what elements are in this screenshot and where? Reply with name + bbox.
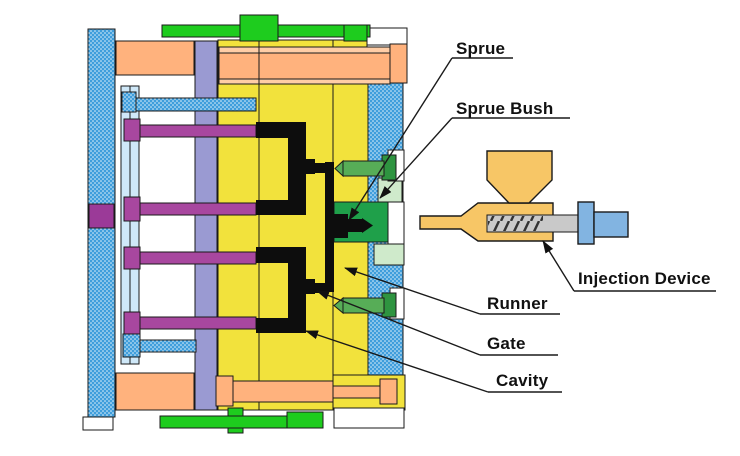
leader-pin-top-tip bbox=[334, 159, 344, 178]
injection-screw-flights bbox=[488, 216, 543, 231]
ejector-pin-2 bbox=[139, 202, 257, 216]
spacer-block-top bbox=[115, 40, 195, 76]
top-bolt-strip-upper bbox=[218, 46, 391, 54]
top-locating-block-right bbox=[343, 24, 368, 42]
gate-top bbox=[306, 163, 325, 173]
label-runner: Runner bbox=[487, 294, 548, 313]
locating-ring-bottom bbox=[373, 243, 405, 266]
leader-pin-bottom bbox=[342, 297, 385, 314]
spacer-block-bottom bbox=[115, 372, 195, 411]
top-locating-block bbox=[239, 14, 279, 42]
top-right-notch bbox=[366, 27, 408, 46]
ejector-pin-3 bbox=[139, 251, 257, 265]
ejector-rod-boss bbox=[88, 203, 115, 229]
bottom-bolt-shaft-left bbox=[232, 380, 334, 403]
hopper bbox=[486, 150, 553, 204]
ejector-pin-1-head bbox=[123, 118, 141, 142]
label-gate: Gate bbox=[487, 334, 526, 353]
cavity-leader-line bbox=[305, 330, 489, 393]
runner-channel bbox=[325, 162, 334, 292]
ejector-pin-2-head bbox=[123, 196, 141, 222]
molded-part-lower-cavity bbox=[256, 247, 306, 333]
label-cavity: Cavity bbox=[496, 371, 549, 390]
bottom-bolt-head-right bbox=[379, 378, 398, 405]
ejector-pin-1 bbox=[139, 124, 257, 138]
runner-leader-line bbox=[344, 267, 481, 315]
core-plate bbox=[217, 39, 334, 411]
bottom-bolt-shaft-right bbox=[332, 385, 381, 399]
sprue-bush-leader-line bbox=[379, 117, 453, 199]
ejector-pin-4 bbox=[139, 316, 257, 330]
leader-pin-bottom-tip bbox=[333, 296, 344, 315]
label-sprue-bush: Sprue Bush bbox=[456, 99, 554, 118]
support-plate bbox=[194, 40, 218, 411]
gate-leader-line bbox=[316, 290, 481, 356]
guide-pin-top-head bbox=[121, 91, 137, 113]
top-bolt-strip-lower bbox=[218, 78, 391, 85]
injection-cylinder bbox=[593, 211, 629, 238]
stop-pin bbox=[139, 339, 197, 353]
gate-bottom bbox=[306, 283, 325, 293]
bottom-bolt-head-left bbox=[215, 375, 234, 407]
guide-pin-top bbox=[135, 97, 257, 112]
sprue-channel-mid bbox=[348, 219, 362, 232]
label-sprue: Sprue bbox=[456, 39, 506, 58]
sprue-channel-tip bbox=[362, 218, 373, 233]
label-injection-device: Injection Device bbox=[578, 269, 711, 288]
molded-part-upper-cavity bbox=[256, 122, 306, 215]
injection-flange bbox=[577, 201, 595, 245]
ejector-pin-4-head bbox=[123, 311, 141, 335]
top-bolt-shaft bbox=[218, 52, 391, 80]
injection-device-leader-line bbox=[542, 240, 575, 292]
bush-notch bbox=[387, 201, 405, 245]
stop-pin-head bbox=[122, 333, 141, 358]
bottom-locating-block bbox=[286, 411, 324, 429]
top-bolt-head bbox=[389, 43, 408, 84]
locating-ring-top bbox=[377, 177, 403, 203]
bottom-right-box bbox=[333, 407, 405, 429]
sprue-leader-line bbox=[348, 57, 453, 221]
sprue-channel-wide bbox=[334, 214, 348, 238]
clamp-plate-foot bbox=[82, 416, 114, 431]
ejector-pin-3-head bbox=[123, 246, 141, 270]
